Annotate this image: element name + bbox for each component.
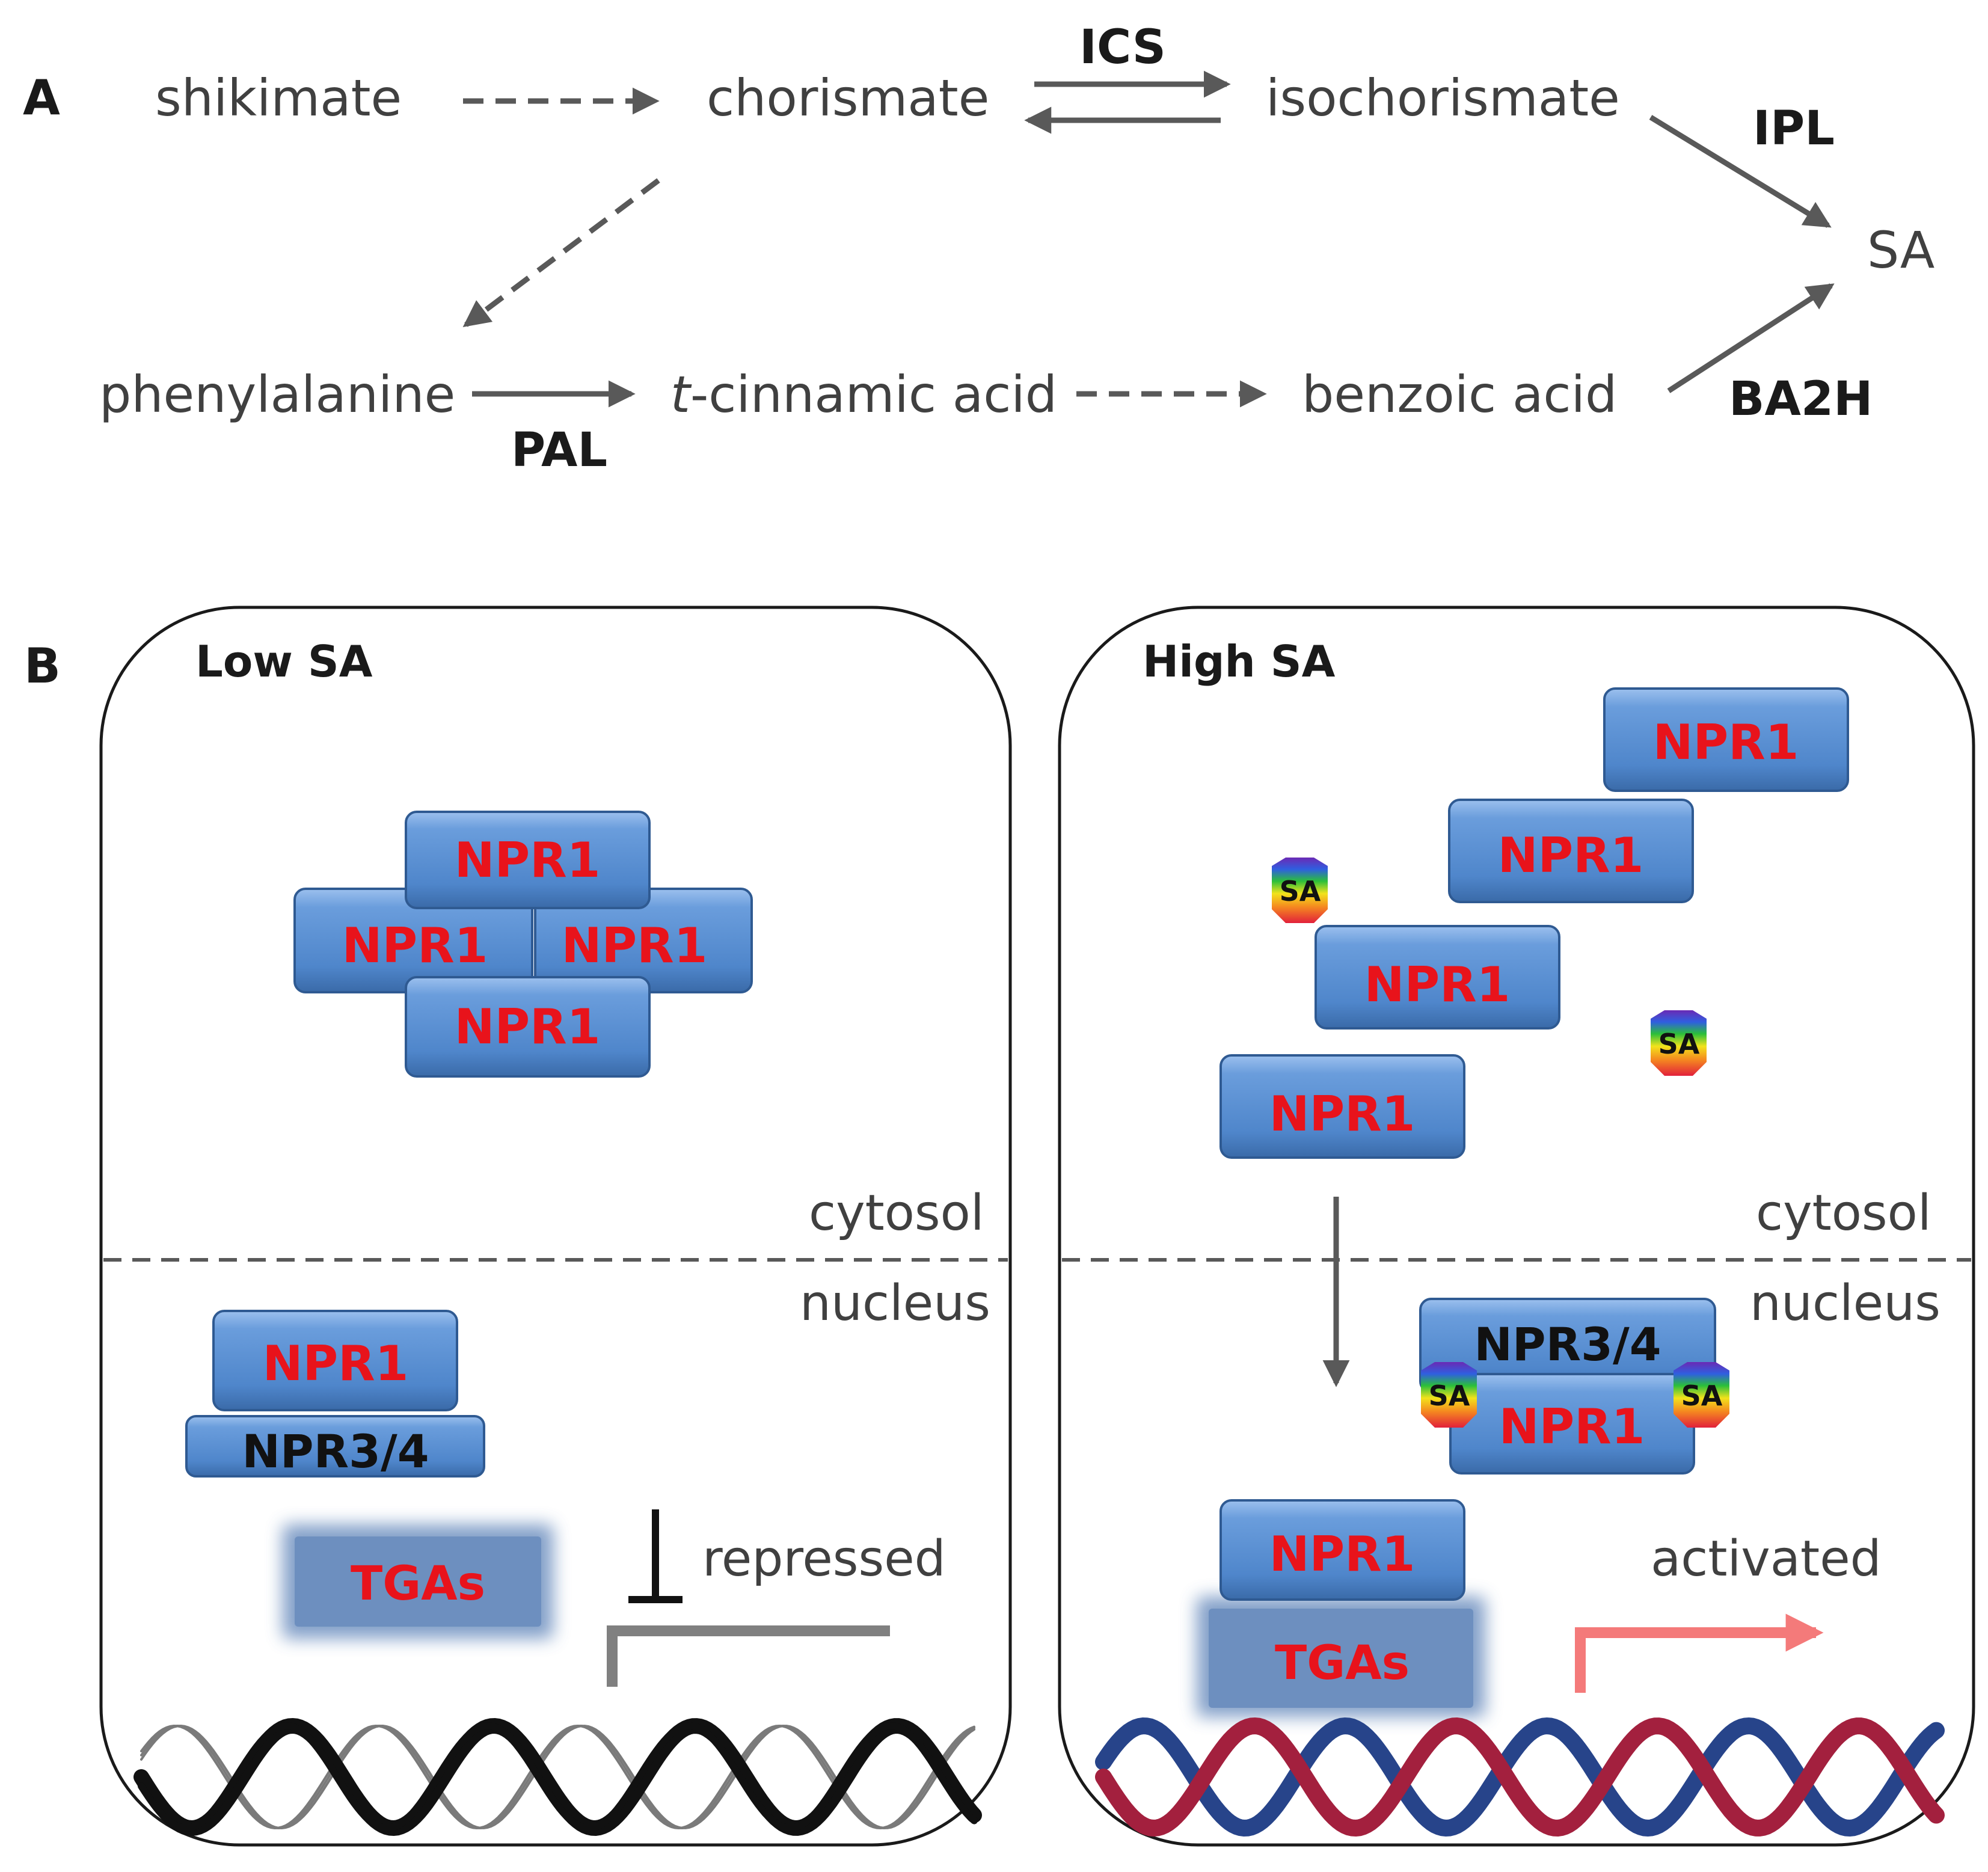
- npr1-box: [1219, 1499, 1465, 1601]
- enzyme-ba2h: BA2H: [1729, 372, 1873, 426]
- sa-label: SA: [1429, 1379, 1470, 1412]
- npr1-box: [405, 811, 651, 909]
- npr1-label: NPR1: [455, 999, 601, 1055]
- repressed-promoter: [607, 1625, 890, 1687]
- npr34-label: NPR3/4: [1474, 1318, 1661, 1371]
- sa-label: SA: [1681, 1379, 1723, 1412]
- sa-molecule: SA: [1272, 858, 1328, 923]
- dna-active-helix: [1095, 1717, 1945, 1837]
- low-cytosol-label: cytosol: [809, 1185, 984, 1242]
- npr34-box: [185, 1415, 485, 1478]
- sa-molecule: SA: [1421, 1362, 1477, 1428]
- low-sa-panel: Low SA NPR1 NPR1 NPR1 NPR1 cytosol nucle…: [99, 606, 1012, 1847]
- npr34-label: NPR3/4: [242, 1425, 429, 1478]
- npr1-label: NPR1: [1269, 1526, 1416, 1582]
- compound-chorismate: chorismate: [707, 69, 989, 127]
- dna-strand-blue: [1095, 1717, 1945, 1837]
- arrow-chorismate-phenylalanine: [462, 178, 660, 328]
- repressed-label: repressed: [702, 1530, 946, 1588]
- dna-strand-red: [1095, 1717, 1945, 1837]
- high-nucleus-label: nucleus: [1750, 1275, 1940, 1332]
- npr1-label: NPR1: [1499, 1399, 1645, 1455]
- npr1-box: [1219, 1054, 1465, 1159]
- enzyme-ics: ICS: [1079, 20, 1166, 75]
- arrow-benzoic-sa: [1667, 283, 1835, 393]
- low-nucleus-label: nucleus: [800, 1275, 990, 1332]
- npr1-box: [1603, 687, 1849, 792]
- panel-b-label: B: [24, 638, 61, 694]
- enzyme-ipl: IPL: [1753, 102, 1835, 156]
- npr1-label: NPR1: [562, 918, 708, 974]
- npr1-oligomer: NPR1 NPR1 NPR1 NPR1: [293, 811, 753, 1078]
- npr1-label: NPR1: [263, 1336, 409, 1392]
- compound-phenylalanine: phenylalanine: [99, 365, 455, 424]
- npr1-label: NPR1: [1653, 714, 1799, 770]
- high-cytosol-label: cytosol: [1756, 1185, 1931, 1242]
- compound-benzoic-acid: benzoic acid: [1302, 365, 1617, 424]
- arrow-isochorismate-sa: [1649, 115, 1832, 228]
- npr1-box: [1315, 925, 1560, 1030]
- cinnamic-prefix: t: [670, 365, 692, 424]
- npr1-box: [1448, 799, 1694, 903]
- enzyme-pal: PAL: [511, 423, 607, 477]
- npr1-label: NPR1: [1269, 1086, 1416, 1142]
- panel-a-label: A: [23, 70, 60, 126]
- tgas-label: TGAs: [1275, 1636, 1410, 1690]
- activated-label: activated: [1651, 1530, 1882, 1588]
- tgas-box: [1209, 1609, 1473, 1708]
- activated-promoter-arrow: [1575, 1613, 1824, 1693]
- compound-shikimate: shikimate: [155, 69, 402, 127]
- tgas-label: TGAs: [351, 1557, 485, 1611]
- sa-label: SA: [1280, 875, 1321, 907]
- dna-inactive-helix: [133, 1717, 982, 1837]
- npr1-label: NPR1: [1498, 827, 1644, 883]
- sa-label: SA: [1658, 1028, 1700, 1060]
- sa-molecule: SA: [1651, 1010, 1707, 1076]
- npr1-label: NPR1: [1364, 957, 1511, 1013]
- npr1-label: NPR1: [342, 918, 488, 974]
- compound-sa: SA: [1867, 221, 1934, 280]
- compound-isochorismate: isochorismate: [1266, 69, 1620, 127]
- npr1-box: [405, 976, 651, 1078]
- compound-cinnamic-acid: t-cinnamic acid: [670, 365, 1057, 424]
- tgas-box: [295, 1536, 541, 1627]
- dna-strand: [138, 1722, 978, 1832]
- npr1-box: [212, 1310, 458, 1411]
- panel-a: A shikimate chorismate isochorismate SA …: [23, 20, 1934, 477]
- high-sa-panel: High SA NPR1 NPR1 NPR1 NPR1 SA SA cytoso…: [1058, 606, 1975, 1847]
- sa-molecule: SA: [1674, 1362, 1729, 1428]
- low-sa-title: Low SA: [195, 636, 373, 687]
- npr1-label: NPR1: [455, 832, 601, 888]
- high-sa-title: High SA: [1143, 636, 1336, 687]
- cinnamic-name: -cinnamic acid: [690, 365, 1057, 424]
